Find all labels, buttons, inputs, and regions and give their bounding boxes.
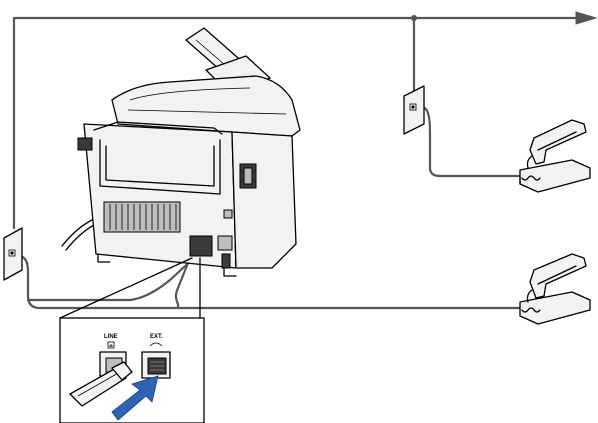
line-continues-arrow-icon [575,11,598,25]
rear-body [83,123,237,269]
lower-phone-cord [14,253,522,310]
side-body [231,131,297,269]
wall-jack-left-icon [3,227,23,281]
jack-panel [189,235,213,257]
upper-phone-cord [414,104,522,178]
fax-line-cable [26,254,198,302]
trunk-line [12,16,580,230]
ext-jack-label: EXT. [150,334,163,340]
telephone-lower-icon [519,253,591,325]
telephone-line-network [12,11,598,310]
fax-machine-icon [77,27,301,277]
fax-ext-cable [174,256,192,310]
line-jack-label: LINE [104,334,118,340]
line-plug-icon [69,361,133,407]
vent-grille [103,201,181,233]
insert-arrow-icon [111,375,159,421]
jack-detail-inset: LINE EXT. [59,317,205,423]
telephone-upper-icon [519,119,591,193]
inset-leader-line [59,257,193,319]
wall-jack-right-icon [403,85,425,135]
power-cable [61,219,93,247]
top-cover [111,75,301,137]
